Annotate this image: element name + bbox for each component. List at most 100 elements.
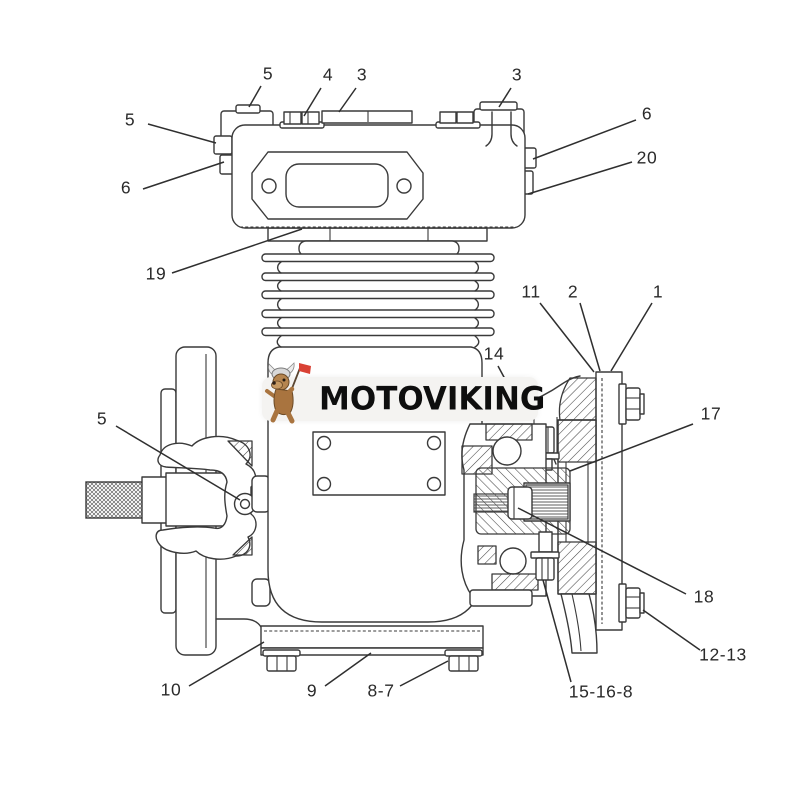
leader-line-1 — [610, 302, 653, 372]
motoviking-watermark: MOTOVIKING — [262, 362, 545, 424]
head-body — [231, 124, 526, 229]
leader-line-6 — [532, 119, 637, 160]
part-label-6: 6 — [120, 177, 132, 198]
leader-line-5 — [115, 425, 241, 501]
head-tube — [485, 111, 518, 147]
yoke-hatch-upper — [227, 440, 253, 467]
ball-bearing-upper — [492, 436, 522, 466]
fin — [261, 309, 495, 319]
cylinder-fins — [261, 227, 495, 348]
cylinder-head — [213, 101, 537, 229]
part-label-12-13: 12-13 — [699, 644, 747, 665]
viking-dog-logo-icon — [265, 362, 311, 424]
bearing-housing — [460, 423, 547, 597]
part-label-19: 19 — [145, 263, 167, 284]
part-label-8-7: 8-7 — [367, 680, 395, 701]
watermark-text: MOTOVIKING — [319, 380, 546, 418]
dog-body — [273, 388, 294, 416]
hub-bolt-shank — [473, 493, 511, 513]
leader-line-3 — [498, 87, 512, 108]
part-label-6: 6 — [641, 103, 653, 124]
part-label-4: 4 — [322, 64, 334, 85]
leader-line-5 — [248, 85, 262, 108]
fin — [261, 253, 495, 263]
head-side-tab — [213, 135, 233, 155]
yoke-hatch-lower — [232, 536, 253, 556]
adapter-plate — [557, 419, 597, 595]
head-port-slot — [285, 163, 389, 208]
part-label-5: 5 — [96, 408, 108, 429]
splined-coupling — [525, 484, 569, 520]
head-cover-plate — [321, 110, 413, 124]
part-label-1: 1 — [652, 281, 664, 302]
head-right-tower — [473, 108, 525, 152]
head-bolts-left-pair — [279, 111, 325, 129]
leader-line-3 — [338, 87, 357, 113]
bracket-gusset — [558, 377, 597, 421]
drive-shaft-body — [165, 472, 235, 527]
part-label-20: 20 — [636, 147, 658, 168]
bearing-race-lower — [491, 573, 539, 591]
hub-bolt-head — [507, 486, 533, 520]
leader-line-12-13 — [642, 609, 701, 651]
leader-line-20 — [527, 161, 633, 195]
base-ledge — [215, 618, 262, 628]
flange-bolt-lower — [618, 583, 645, 623]
leader-line-18 — [517, 507, 687, 595]
head-side-tab — [518, 170, 534, 195]
fin — [261, 327, 495, 337]
part-label-18: 18 — [693, 586, 715, 607]
head-side-tab — [219, 154, 235, 175]
leader-line-4 — [303, 87, 322, 117]
mounting-base — [260, 625, 484, 672]
pulley-back-plate — [160, 388, 177, 614]
part-label-11: 11 — [521, 281, 541, 302]
bracket-bolt-lower — [530, 531, 560, 581]
head-gasket-face — [251, 151, 424, 220]
bracket-bolt-upper — [530, 426, 560, 471]
head-side-tab — [522, 147, 537, 169]
head-boss-right — [479, 101, 518, 111]
flange-bolt-upper — [618, 383, 645, 425]
leader-line-19 — [171, 228, 303, 274]
name-plate — [312, 431, 446, 496]
drive-hub — [475, 467, 571, 535]
case-left-tab-lower — [251, 578, 271, 607]
fin — [261, 272, 495, 282]
leader-line-8-7 — [399, 660, 449, 687]
viking-flag — [299, 363, 311, 374]
drive-yoke — [155, 435, 257, 560]
base-strip — [260, 647, 484, 656]
gasket-hole — [261, 178, 277, 194]
gasket-hole — [396, 178, 412, 194]
pulley-disc — [175, 346, 217, 656]
part-label-5: 5 — [262, 63, 274, 84]
leader-line-15-16-8 — [542, 579, 572, 683]
case-left-tab-upper — [251, 475, 271, 513]
mounting-flange-plate — [595, 371, 623, 631]
head-bolts-right-pair — [435, 111, 481, 129]
part-label-14: 14 — [483, 343, 505, 364]
fin — [261, 290, 495, 300]
bearing-race-upper — [485, 423, 533, 441]
base-bolt-right — [444, 649, 483, 672]
ball-bearing-lower — [499, 547, 527, 575]
part-label-10: 10 — [160, 679, 182, 700]
head-spacer — [267, 227, 488, 242]
leader-line-9 — [324, 652, 372, 687]
leader-line-5 — [147, 123, 217, 144]
leader-line-11 — [539, 302, 595, 373]
head-left-tower — [220, 110, 274, 152]
part-label-2: 2 — [567, 281, 579, 302]
pulley-and-shaft-assembly — [85, 346, 262, 656]
head-boss-left — [235, 104, 261, 114]
leader-line-17 — [569, 423, 694, 472]
yoke-bolt-hole — [233, 492, 257, 516]
part-label-17: 17 — [700, 403, 722, 424]
part-label-3: 3 — [511, 64, 523, 85]
shaft-collar — [141, 476, 168, 524]
part-label-5: 5 — [124, 109, 136, 130]
leader-line-2 — [579, 302, 601, 372]
part-label-9: 9 — [306, 680, 318, 701]
base-bolt-left — [262, 649, 301, 672]
